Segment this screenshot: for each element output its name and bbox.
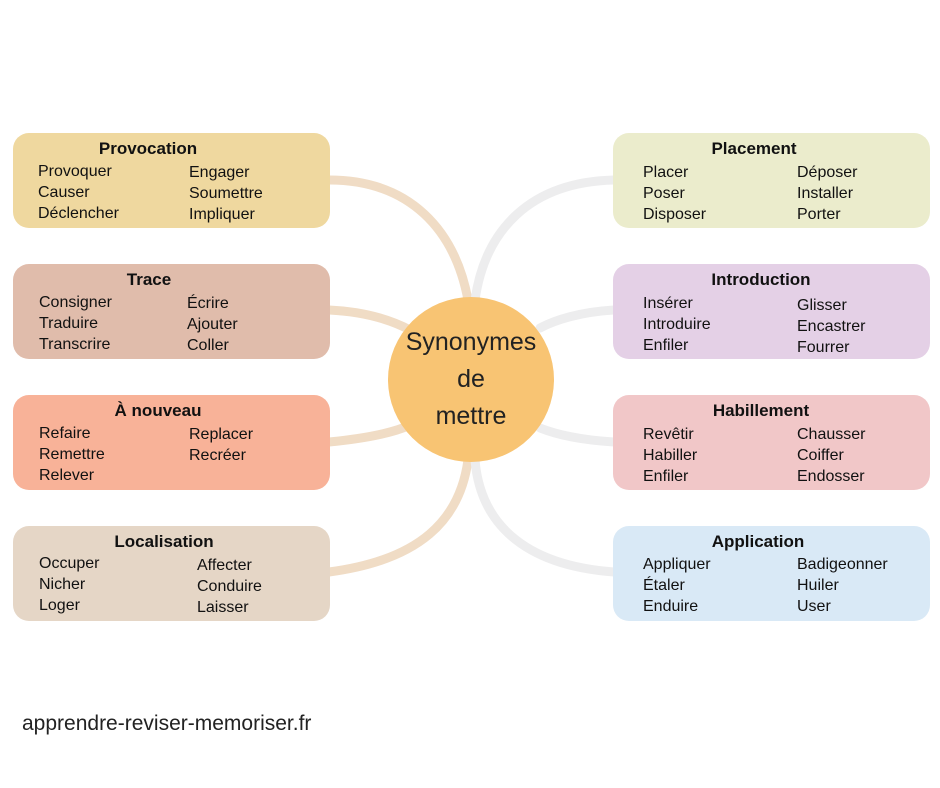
synonym: Poser (643, 185, 685, 202)
synonym: Nicher (39, 576, 86, 593)
synonym: Refaire (39, 425, 91, 442)
synonym: Revêtir (643, 426, 694, 443)
synonym: Remettre (39, 446, 105, 463)
category-box-habillement: Habillement Revêtir Habiller Enfiler Cha… (613, 395, 930, 490)
synonym: Coller (187, 337, 229, 354)
synonym: Disposer (643, 206, 707, 223)
synonym: Enduire (643, 598, 699, 615)
synonym: Laisser (197, 599, 249, 616)
synonym-column: Placer Poser Disposer (643, 162, 706, 225)
category-box-trace: Trace Consigner Traduire Transcrire Écri… (13, 264, 330, 359)
category-title: Placement (711, 139, 797, 158)
synonym: Endosser (797, 468, 865, 485)
synonym: Conduire (197, 578, 262, 595)
synonym: Transcrire (39, 336, 111, 353)
central-topic: Synonymes de mettre (388, 297, 554, 462)
synonym: Provoquer (38, 163, 112, 180)
synonym: Introduire (643, 316, 711, 333)
synonym-column: Occuper Nicher Loger (39, 553, 99, 616)
category-title: Trace (126, 270, 172, 289)
synonym: Enfiler (643, 468, 689, 485)
synonym: Huiler (797, 577, 839, 594)
connector-placement (470, 175, 619, 305)
synonym-column: Affecter Conduire Laisser (197, 555, 262, 618)
category-title: Provocation (98, 139, 198, 158)
synonym: Déposer (797, 164, 858, 181)
category-title: Application (711, 532, 805, 551)
website-footer: apprendre-reviser-memoriser.fr (22, 712, 312, 735)
category-title: Habillement (712, 401, 810, 420)
central-topic-line: Synonymes (405, 328, 537, 356)
connector-application (470, 455, 619, 577)
synonym: Habiller (643, 447, 698, 464)
category-box-provocation: Provocation Provoquer Causer Déclencher … (13, 133, 330, 228)
connector-habillement (535, 423, 619, 447)
connector-provocation (324, 175, 473, 305)
synonym-column: Déposer Installer Porter (797, 162, 857, 225)
synonym-column: Consigner Traduire Transcrire (39, 292, 112, 355)
synonym: Coiffer (797, 447, 844, 464)
connector-a-nouveau (324, 420, 415, 447)
synonym: Replacer (189, 426, 254, 443)
central-topic-line: mettre (435, 402, 507, 430)
synonym-column: Insérer Introduire Enfiler (643, 293, 711, 356)
synonym: Causer (38, 184, 90, 201)
synonym: Impliquer (189, 206, 255, 223)
synonym: Déclencher (38, 205, 119, 222)
synonym: Recréer (189, 447, 246, 464)
synonym: Relever (39, 467, 95, 484)
synonym: Placer (643, 164, 689, 181)
synonym: Encastrer (797, 318, 866, 335)
synonym-column: Appliquer Étaler Enduire (643, 554, 711, 617)
synonym: Soumettre (189, 185, 263, 202)
synonym: Glisser (797, 297, 847, 314)
synonym: Fourrer (797, 339, 850, 356)
synonym: Étaler (643, 577, 685, 594)
synonym-column: Revêtir Habiller Enfiler (643, 424, 697, 487)
synonym: Appliquer (643, 556, 711, 573)
connector-trace (324, 305, 415, 335)
category-box-placement: Placement Placer Poser Disposer Déposer … (613, 133, 930, 228)
synonym-column: Refaire Remettre Relever (39, 423, 105, 486)
synonym: Porter (797, 206, 841, 223)
synonym: Traduire (39, 315, 98, 332)
synonym-column: Écrire Ajouter Coller (187, 293, 238, 356)
synonym: Enfiler (643, 337, 689, 354)
synonym: Écrire (187, 295, 229, 312)
category-title: Introduction (711, 270, 811, 289)
synonym-column: Glisser Encastrer Fourrer (797, 295, 865, 358)
central-topic-line: de (457, 365, 485, 393)
synonym-column: Badigeonner Huiler User (797, 554, 888, 617)
synonym: Insérer (643, 295, 693, 312)
synonym: Installer (797, 185, 854, 202)
category-box-a-nouveau: À nouveau Refaire Remettre Relever Repla… (13, 395, 330, 490)
category-box-application: Application Appliquer Étaler Enduire Bad… (613, 526, 930, 621)
synonym: Chausser (797, 426, 866, 443)
connector-localisation (324, 455, 473, 577)
category-title: Localisation (114, 532, 214, 551)
synonym: Affecter (197, 557, 252, 574)
category-box-introduction: Introduction Insérer Introduire Enfiler … (613, 264, 930, 359)
category-title: À nouveau (114, 401, 202, 420)
synonym-column: Replacer Recréer (189, 424, 253, 466)
category-box-localisation: Localisation Occuper Nicher Loger Affect… (13, 526, 330, 621)
synonym: Badigeonner (797, 556, 888, 573)
synonym-column: Chausser Coiffer Endosser (797, 424, 865, 487)
synonym: Occuper (39, 555, 100, 572)
synonym: Consigner (39, 294, 112, 311)
synonym: User (797, 598, 831, 615)
synonym-column: Provoquer Causer Déclencher (38, 161, 119, 224)
synonym: Engager (189, 164, 250, 181)
synonym: Loger (39, 597, 80, 614)
synonym: Ajouter (187, 316, 238, 333)
connector-introduction (535, 305, 619, 333)
synonym-column: Engager Soumettre Impliquer (189, 162, 263, 225)
